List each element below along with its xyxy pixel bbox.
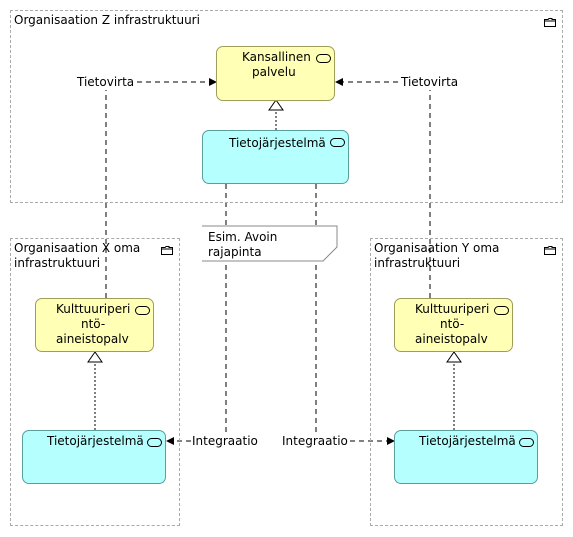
note-line1: Esim. Avoin: [208, 230, 278, 244]
realization-x-head: [87, 351, 103, 363]
realization-z-head: [268, 99, 284, 111]
heritage-x-label-line1: Kulttuuriperi: [56, 302, 131, 316]
note-shape: [202, 225, 338, 262]
group-organisation-x[interactable]: Organisaation X oma infrastruktuuri: [10, 238, 180, 526]
group-organisation-z[interactable]: Organisaation Z infrastruktuuri: [10, 10, 563, 203]
heritage-y-label-line3: aineistopalv: [415, 332, 488, 346]
flow-right-label[interactable]: Tietovirta: [401, 75, 459, 90]
group-x-label: Organisaation X oma infrastruktuuri: [14, 241, 141, 270]
integration-right-label[interactable]: Integraatio: [282, 434, 348, 449]
system-x-node[interactable]: Tietojärjestelmä: [22, 430, 166, 484]
note[interactable]: Esim. Avoin rajapinta: [202, 230, 337, 261]
group-z-label: Organisaation Z infrastruktuuri: [14, 13, 200, 27]
note-line2: rajapinta: [208, 245, 262, 259]
heritage-y-node[interactable]: Kulttuuriperi ntö- aineistopalv: [394, 298, 513, 352]
folder-icon: [161, 246, 173, 255]
realization-y-head: [446, 351, 462, 363]
folder-icon: [544, 18, 556, 27]
business-service-icon: [494, 306, 509, 315]
folder-icon: [544, 246, 556, 255]
application-service-icon: [330, 138, 345, 147]
national-service-label-line2: palvelu: [252, 65, 296, 79]
national-service-label-line1: Kansallinen: [242, 50, 311, 64]
business-service-icon: [316, 54, 331, 63]
application-service-icon: [519, 438, 534, 447]
integration-left-label[interactable]: Integraatio: [192, 434, 258, 449]
national-service-node[interactable]: Kansallinen palvelu: [216, 46, 335, 101]
heritage-y-label-line1: Kulttuuriperi: [415, 302, 490, 316]
flow-left-label[interactable]: Tietovirta: [77, 75, 135, 90]
heritage-x-label-line2: ntö-: [81, 317, 106, 331]
system-z-node[interactable]: Tietojärjestelmä: [202, 130, 349, 184]
heritage-x-node[interactable]: Kulttuuriperi ntö- aineistopalv: [35, 298, 154, 352]
business-service-icon: [135, 306, 150, 315]
heritage-y-label-line2: ntö-: [440, 317, 465, 331]
system-x-label: Tietojärjestelmä: [47, 434, 144, 448]
system-y-label: Tietojärjestelmä: [419, 434, 516, 448]
application-service-icon: [147, 438, 162, 447]
heritage-x-label-line3: aineistopalv: [56, 332, 129, 346]
group-organisation-y[interactable]: Organisaation Y oma infrastruktuuri: [370, 238, 563, 526]
system-z-label: Tietojärjestelmä: [229, 136, 326, 150]
system-y-node[interactable]: Tietojärjestelmä: [394, 430, 538, 484]
group-y-label: Organisaation Y oma infrastruktuuri: [374, 241, 500, 270]
